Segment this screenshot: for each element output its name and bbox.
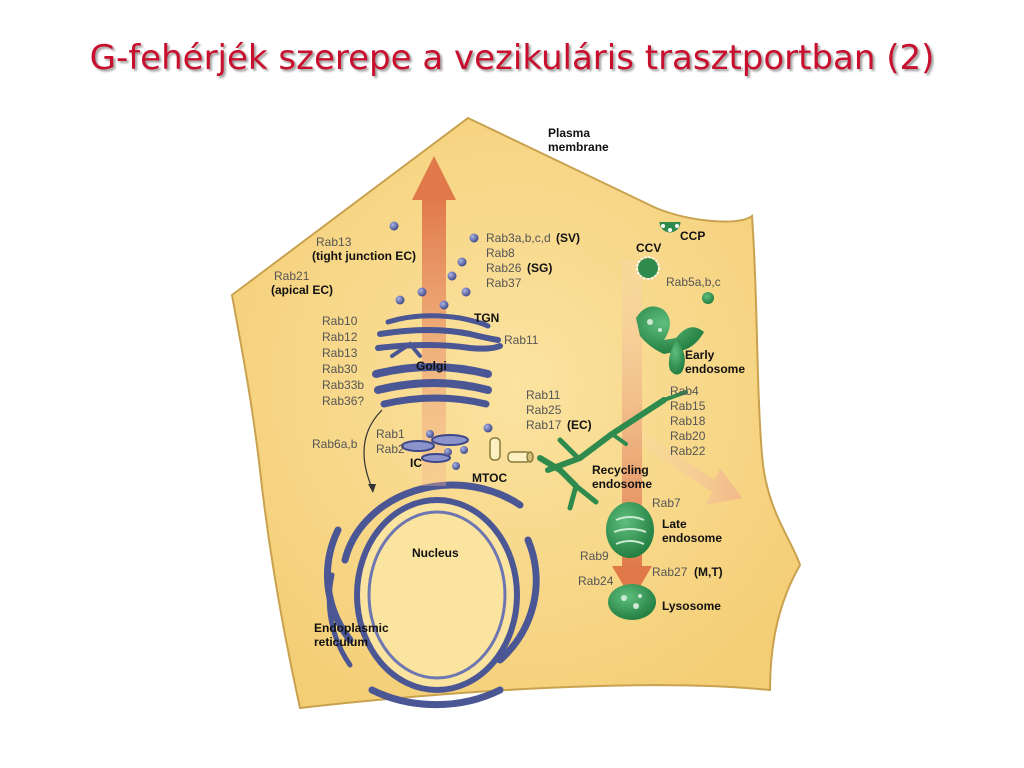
label-rab3: Rab3a,b,c,d	[486, 231, 551, 245]
endoplasmic-reticulum	[324, 481, 540, 709]
label-rab7: Rab7	[652, 496, 681, 510]
label-sg: (SG)	[527, 261, 552, 275]
label-rab11-re: Rab11	[526, 388, 561, 402]
label-recycling-2: endosome	[592, 477, 652, 491]
intermediate-compartment	[401, 434, 469, 463]
recycling-arrow	[636, 430, 742, 505]
lysosome	[608, 584, 656, 620]
label-apical-ec: (apical EC)	[271, 283, 333, 297]
label-rab1: Rab1	[376, 427, 405, 441]
label-ccp: CCP	[680, 229, 705, 243]
clathrin-coated-vesicle	[636, 256, 660, 280]
label-late-endosome-1: Late	[662, 517, 687, 531]
label-mt: (M,T)	[694, 565, 723, 579]
label-rab11-tgn: Rab11	[504, 333, 539, 347]
label-ec: (EC)	[567, 418, 592, 432]
label-right-rab-1: Rab4	[670, 384, 699, 398]
label-rab8: Rab8	[486, 246, 515, 260]
recycling-endosome	[537, 390, 688, 511]
early-endosome-vesicle	[702, 292, 714, 304]
label-right-rab-5: Rab22	[670, 444, 706, 458]
label-golgi-rab-5: Rab33b	[322, 378, 364, 392]
endocytosis-arrow	[612, 260, 652, 600]
nucleus	[354, 497, 520, 693]
label-mtoc: MTOC	[472, 471, 507, 485]
label-rab17: Rab17	[526, 418, 562, 432]
label-plasma-membrane-1: Plasma	[548, 126, 590, 140]
label-tight-junction: (tight junction EC)	[312, 249, 416, 263]
label-right-rab-3: Rab18	[670, 414, 706, 428]
label-nucleus: Nucleus	[412, 546, 459, 560]
label-rab26: Rab26	[486, 261, 522, 275]
label-right-rab-2: Rab15	[670, 399, 706, 413]
retrograde-arrow	[363, 409, 383, 489]
label-rab2: Rab2	[376, 442, 405, 456]
label-rab25: Rab25	[526, 403, 562, 417]
label-er-1: Endoplasmic	[314, 621, 389, 635]
label-golgi-rab-1: Rab10	[322, 314, 358, 328]
label-recycling-1: Recycling	[592, 463, 649, 477]
label-lysosome: Lysosome	[662, 599, 721, 613]
label-rab9: Rab9	[580, 549, 609, 563]
label-tgn: TGN	[474, 311, 499, 325]
clathrin-coated-pit	[659, 221, 681, 233]
label-plasma-membrane-2: membrane	[548, 140, 609, 154]
label-er-2: reticulum	[314, 635, 368, 649]
label-rab37: Rab37	[486, 276, 522, 290]
label-ccv: CCV	[636, 241, 661, 255]
label-ic: IC	[410, 456, 422, 470]
golgi-apparatus	[372, 313, 503, 408]
secretory-vesicles	[389, 221, 493, 470]
late-endosome	[606, 502, 654, 558]
label-late-endosome-2: endosome	[662, 531, 722, 545]
label-early-endosome-2: endosome	[685, 362, 745, 376]
label-rab13-tj: Rab13	[316, 235, 352, 249]
mtoc	[489, 437, 534, 463]
early-endosome	[636, 306, 704, 375]
label-right-rab-4: Rab20	[670, 429, 706, 443]
label-rab5: Rab5a,b,c	[666, 275, 721, 289]
label-golgi-rab-2: Rab12	[322, 330, 358, 344]
label-rab6: Rab6a,b	[312, 437, 358, 451]
label-rab27: Rab27	[652, 565, 688, 579]
page-title: G-fehérjék szerepe a vezikuláris trasztp…	[89, 38, 935, 78]
label-golgi: Golgi	[416, 359, 447, 373]
label-golgi-rab-6: Rab36?	[322, 394, 364, 408]
label-early-endosome-1: Early	[685, 348, 715, 362]
label-rab24: Rab24	[578, 574, 614, 588]
label-sv: (SV)	[556, 231, 580, 245]
label-rab21: Rab21	[274, 269, 310, 283]
label-golgi-rab-3: Rab13	[322, 346, 358, 360]
label-golgi-rab-4: Rab30	[322, 362, 358, 376]
